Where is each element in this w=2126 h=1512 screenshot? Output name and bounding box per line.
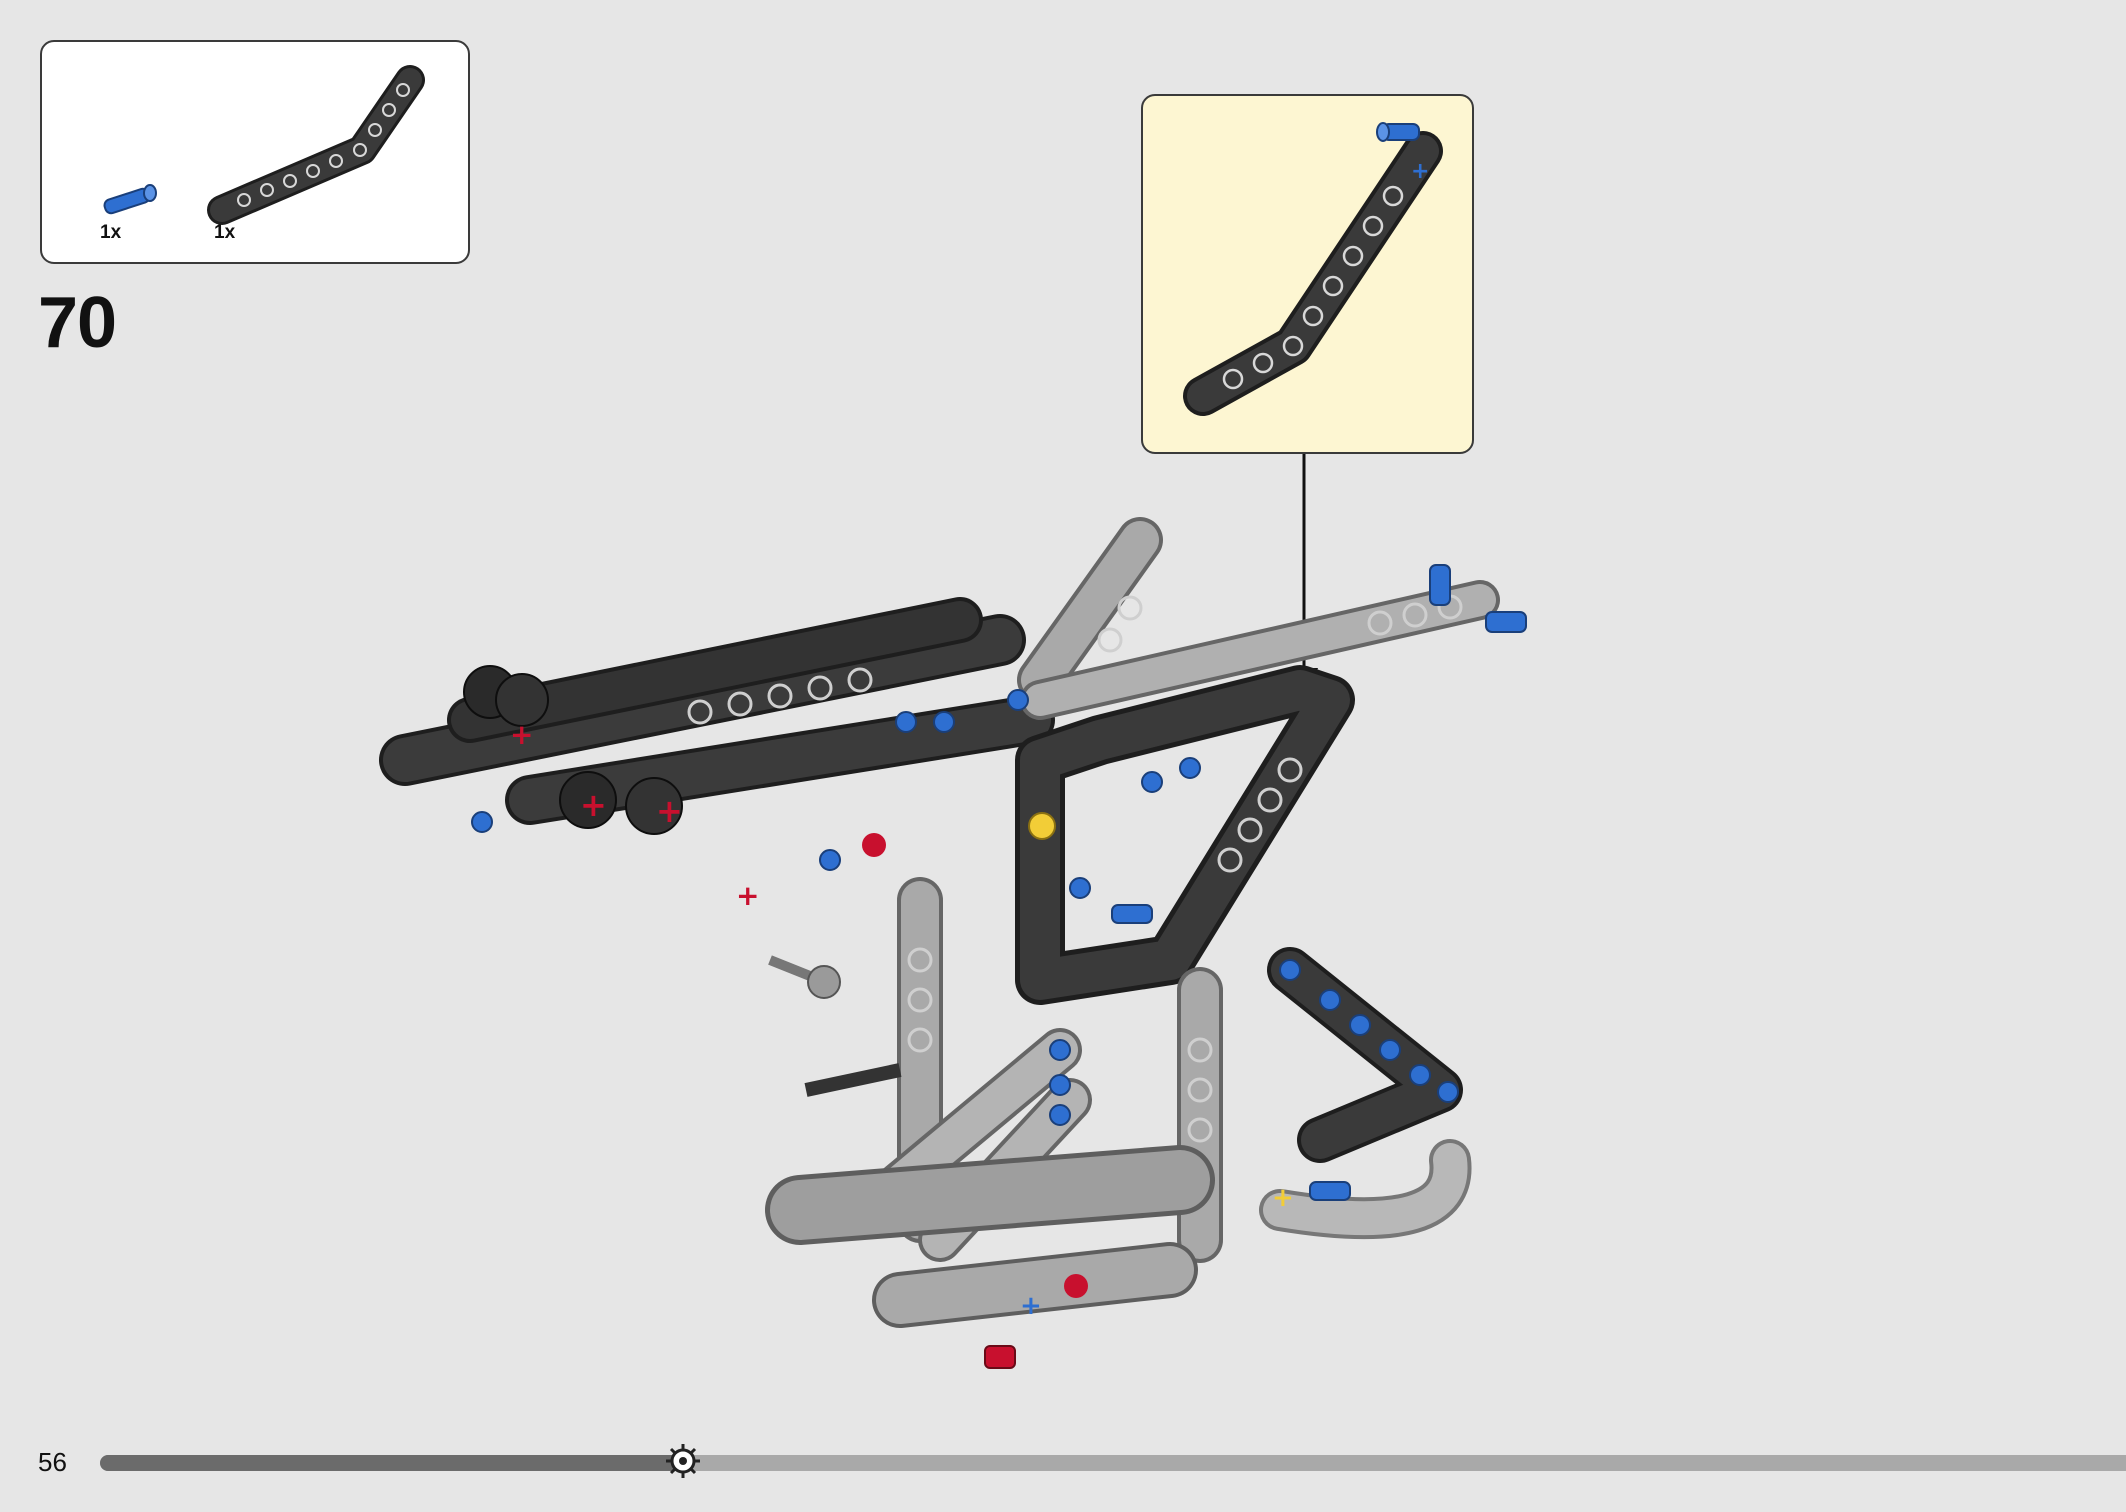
- central-frame: [1015, 665, 1355, 1005]
- svg-text:+: +: [580, 786, 607, 824]
- progress-fill: [100, 1455, 678, 1471]
- right-dark-loop: [1259, 947, 1472, 1240]
- blue-pins: [471, 564, 1527, 1201]
- parts-quantity-beam: 1x: [214, 222, 236, 243]
- svg-text:+: +: [1020, 1291, 1042, 1321]
- callout-illustration: +: [1183, 122, 1443, 416]
- parts-list-illustration: [103, 65, 425, 225]
- subassembly-callout: +: [1141, 94, 1474, 454]
- svg-text:+: +: [510, 718, 533, 751]
- progress-bar: [100, 1455, 2126, 1471]
- black-bushings: [463, 665, 683, 835]
- svg-text:+: +: [1272, 1183, 1294, 1213]
- bent-beam-part: [207, 65, 425, 225]
- parts-quantity-pin: 1x: [100, 222, 122, 243]
- svg-text:+: +: [736, 879, 759, 912]
- blue-pin-part: [103, 184, 157, 215]
- callout-blue-pin: [1376, 122, 1420, 142]
- page-number: 56: [38, 1447, 67, 1477]
- step-number: 70: [38, 283, 117, 363]
- right-grey-beam: [1020, 580, 1500, 720]
- beam-holes: [687, 594, 1463, 1143]
- parts-list-box: 1x 1x: [40, 40, 470, 264]
- gear-icon: [666, 1444, 700, 1478]
- accent-pins: + + + + + +: [510, 718, 1294, 1369]
- svg-text:+: +: [656, 792, 683, 830]
- base-frame: [765, 1145, 1215, 1328]
- grey-upright-beam: [1017, 517, 1163, 703]
- grey-axle: [768, 955, 902, 1097]
- cross-axle-mark-icon: +: [1411, 159, 1429, 184]
